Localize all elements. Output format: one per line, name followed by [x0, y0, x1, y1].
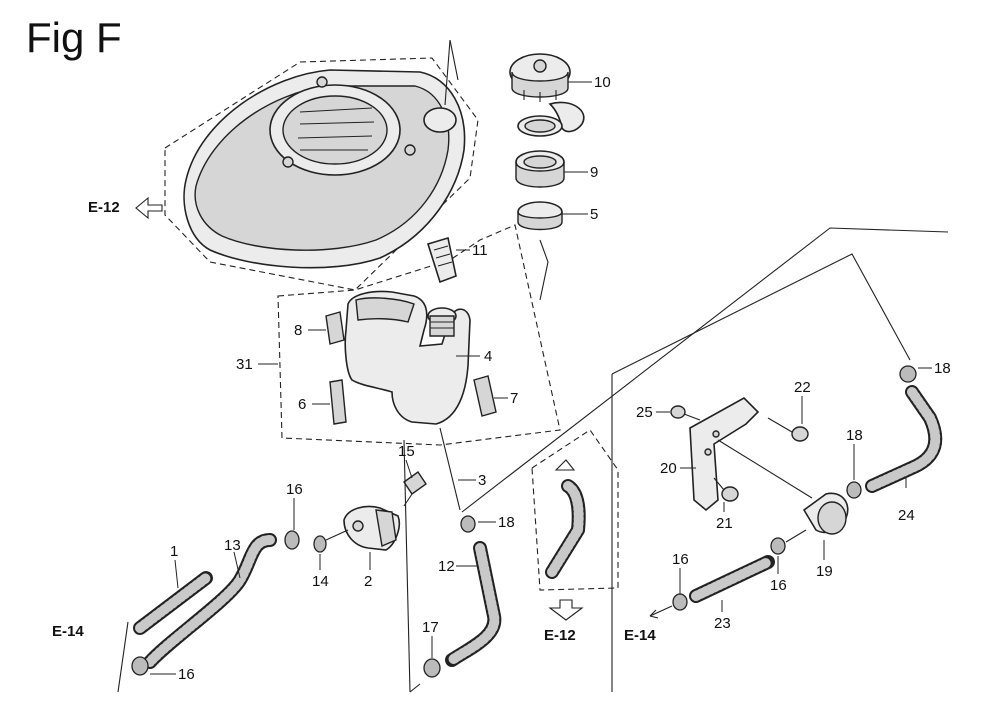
- callout-5: 5: [590, 206, 598, 223]
- joint-15: [403, 471, 427, 507]
- leader-lines: [150, 81, 932, 675]
- figure-title: Fig F: [26, 14, 122, 61]
- clamp-16-b: [131, 656, 149, 676]
- callout-25: 25: [636, 404, 653, 421]
- fuel-cock-19: [802, 492, 849, 535]
- callout-19: 19: [816, 563, 833, 580]
- ref-label-e14-left: E-14: [52, 623, 84, 640]
- clamp-17: [423, 658, 441, 678]
- callout-3: 3: [478, 472, 486, 489]
- separator-line-left: [403, 439, 411, 693]
- fuel-pipe-3: [439, 427, 461, 511]
- bracket-20: [689, 397, 813, 512]
- e14-left-line: [117, 621, 129, 693]
- cushion-8: [325, 311, 345, 345]
- screw-25: [670, 405, 701, 421]
- clamp-18-a: [460, 515, 476, 533]
- callout-9: 9: [590, 164, 598, 181]
- callout-23: 23: [714, 615, 731, 632]
- callout-16-b: 16: [178, 666, 195, 683]
- callout-31: 31: [236, 356, 253, 373]
- clamp-16-c: [770, 537, 786, 555]
- bolt-21: [713, 477, 739, 502]
- callout-21: 21: [716, 515, 733, 532]
- callout-10: 10: [594, 74, 611, 91]
- ref-label-e12-left: E-12: [88, 199, 120, 216]
- ref-label-e12-bottom: E-12: [544, 627, 576, 644]
- callout-18-a: 18: [498, 514, 515, 531]
- tube-1: [133, 571, 213, 635]
- cock-axis: [325, 529, 349, 541]
- callout-14: 14: [312, 573, 329, 590]
- clamp-16-d: [672, 593, 688, 611]
- callout-13: 13: [224, 537, 241, 554]
- callout-16-c: 16: [770, 577, 787, 594]
- clamp-18-c: [846, 481, 862, 499]
- fuel-cock-2: [343, 505, 401, 551]
- callout-6: 6: [298, 396, 306, 413]
- e14-right-line: [649, 605, 673, 617]
- callout-12: 12: [438, 558, 455, 575]
- fuel-cap-gasket: [517, 115, 563, 137]
- callout-16-d: 16: [672, 551, 689, 568]
- callout-16-a: 16: [286, 481, 303, 498]
- fuel-tank-assembly-frame: [277, 224, 561, 446]
- cushion-6: [329, 379, 347, 425]
- clamp-14: [313, 535, 327, 553]
- cap-axis-line: [539, 239, 549, 301]
- hose-13: [143, 533, 277, 669]
- callout-7: 7: [510, 390, 518, 407]
- callout-22: 22: [794, 379, 811, 396]
- fuel-strainer-9: [515, 150, 565, 188]
- callout-15: 15: [398, 443, 415, 460]
- callout-24: 24: [898, 507, 915, 524]
- ref-arrow-e12-left: E-12: [88, 196, 163, 220]
- ref-label-e14-right: E-14: [624, 627, 656, 644]
- callout-20: 20: [660, 460, 677, 477]
- air-cleaner-cover: [164, 39, 479, 291]
- callout-17: 17: [422, 619, 439, 636]
- hose-24: [865, 385, 943, 493]
- fuel-filter-11: [426, 236, 457, 284]
- callout-2: 2: [364, 573, 372, 590]
- hose-12: [445, 541, 502, 667]
- tube-axis: [785, 529, 807, 543]
- frame-line-top: [461, 227, 949, 513]
- inset-e12: [531, 429, 619, 621]
- callout-11: 11: [472, 242, 488, 259]
- callout-18-b: 18: [934, 360, 951, 377]
- bolt-22: [767, 417, 809, 442]
- seal-5: [517, 201, 563, 231]
- tube-23: [689, 555, 775, 603]
- fuel-tank-4: [344, 290, 471, 425]
- frame-line-inner: [611, 253, 911, 375]
- cushion-7: [473, 375, 497, 417]
- callout-18-c: 18: [846, 427, 863, 444]
- callout-numbers: 10 9 5 11 8 31 4 6 7 3 15 16 13 1 14 2 1…: [170, 74, 951, 683]
- callout-8: 8: [294, 322, 302, 339]
- callout-1: 1: [170, 543, 178, 560]
- clamp-16-a: [284, 530, 300, 550]
- clamp-18-b: [899, 365, 917, 383]
- fuel-cap-10: [509, 53, 585, 133]
- callout-4: 4: [484, 348, 492, 365]
